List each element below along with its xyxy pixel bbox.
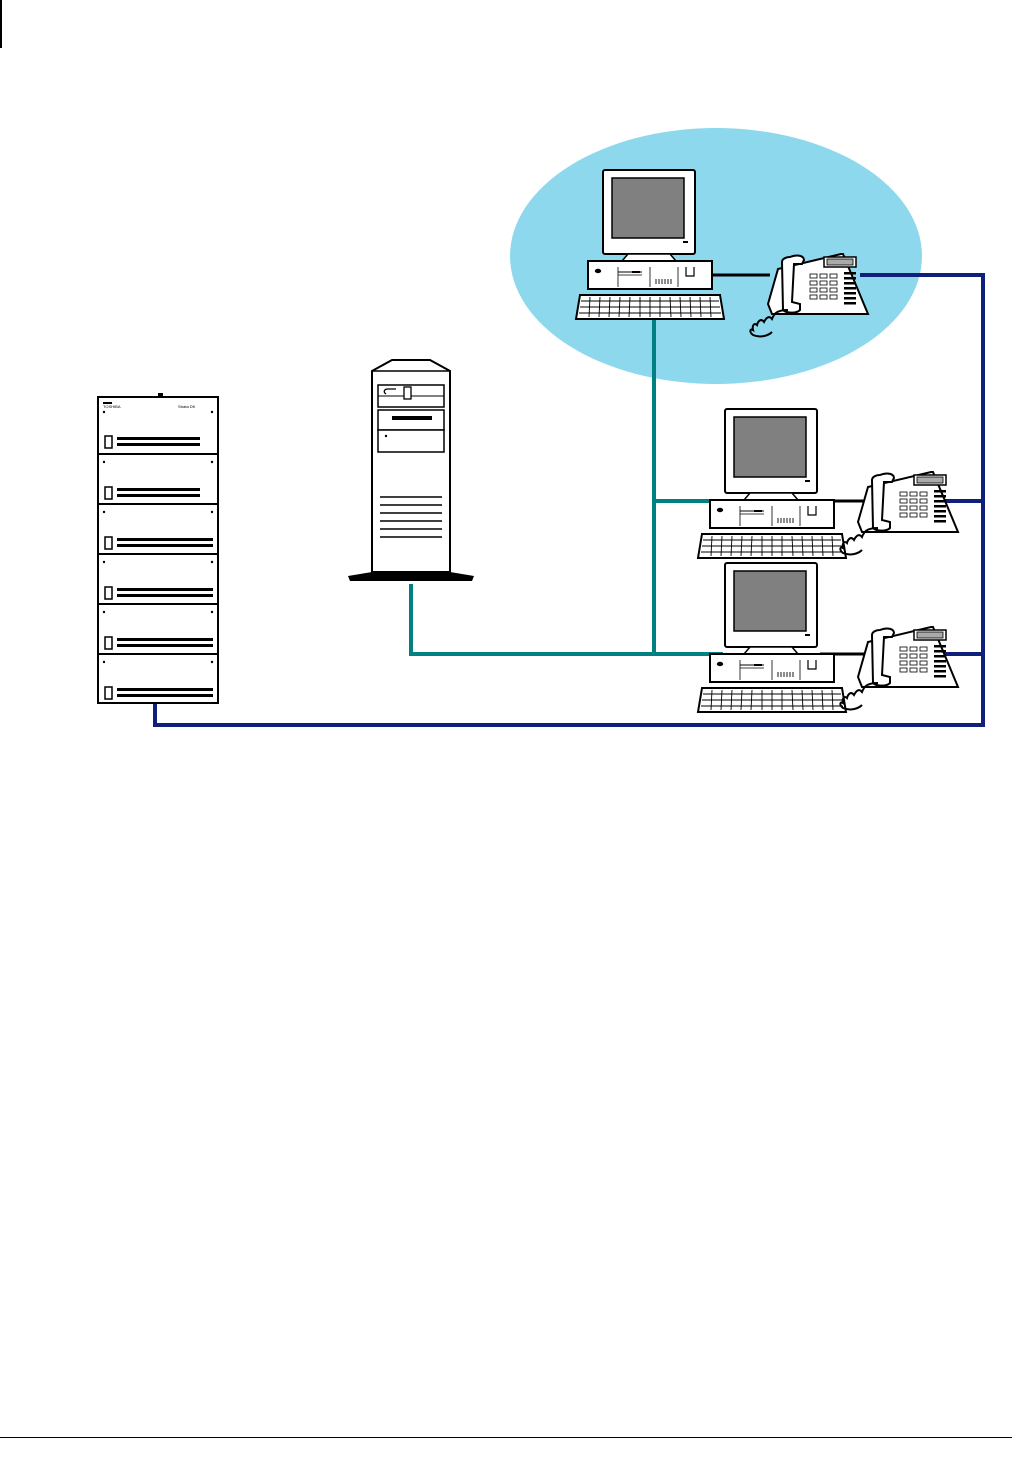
desk-phone-icon [840,472,958,554]
highlight-zone [510,128,922,384]
tower-server-icon [348,360,474,581]
cabinet-brand: TOSHIBA [103,404,121,409]
desk-phone-icon [840,627,958,709]
cabinet-model: Strata DK [178,404,196,409]
rack-cabinet-icon: TOSHIBA Strata DK [98,393,218,703]
desktop-pc-icon [698,563,846,712]
page-footer-rule [0,1437,1012,1438]
desktop-pc-icon [698,409,846,558]
